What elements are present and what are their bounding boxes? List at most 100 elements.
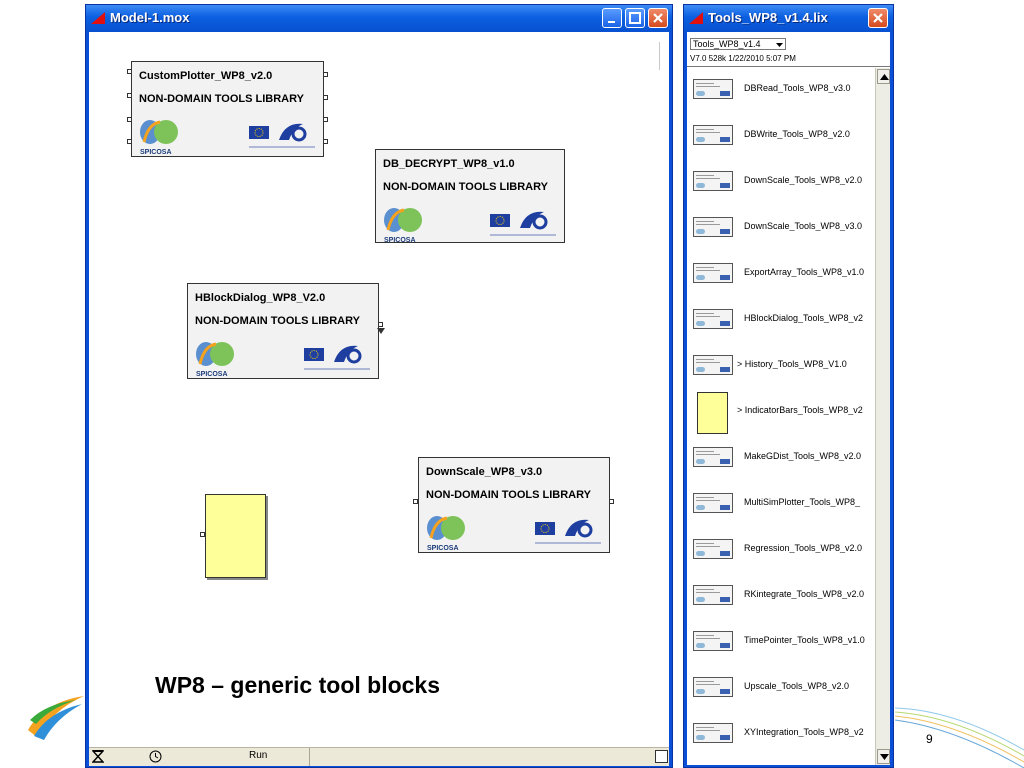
tool-block-downscale[interactable]: DownScale_WP8_v3.0 NON-DOMAIN TOOLS LIBR… (418, 457, 610, 553)
spicosa-logo-icon: SPICOSA (196, 342, 234, 378)
list-item-label: DBWrite_Tools_WP8_v2.0 (744, 129, 850, 139)
list-item[interactable]: Regression_Tools_WP8_v2.0 (687, 528, 875, 574)
list-item-label: TimePointer_Tools_WP8_v1.0 (744, 635, 865, 645)
info-divider (687, 66, 890, 67)
chevron-down-icon (776, 43, 783, 47)
tool-block-customplotter[interactable]: CustomPlotter_WP8_v2.0 NON-DOMAIN TOOLS … (131, 61, 324, 157)
spicosa-logo-text: SPICOSA (196, 371, 228, 378)
list-item-label: MultiSimPlotter_Tools_WP8_ (744, 497, 861, 507)
arrow-down-icon (880, 754, 889, 760)
library-selector[interactable]: Tools_WP8_v1.4 (690, 38, 786, 50)
slide-number: 9 (926, 732, 933, 746)
scroll-up-button[interactable] (877, 69, 890, 84)
block-thumbnail-icon (693, 263, 733, 283)
maximize-button[interactable] (625, 8, 645, 28)
block-thumbnail-icon (693, 677, 733, 697)
run-status[interactable]: Run (249, 750, 268, 761)
input-port[interactable] (200, 532, 205, 537)
tools-window-title: Tools_WP8_v1.4.lix (708, 10, 828, 25)
block-library: NON-DOMAIN TOOLS LIBRARY (139, 93, 304, 105)
block-thumbnail-icon (693, 171, 733, 191)
list-item[interactable]: RKintegrate_Tools_WP8_v2.0 (687, 574, 875, 620)
close-button[interactable] (648, 8, 668, 28)
list-item[interactable]: > History_Tools_WP8_V1.0 (687, 344, 875, 390)
list-item-label: XYIntegration_Tools_WP8_v2 (744, 727, 864, 737)
block-thumbnail-icon (693, 447, 733, 467)
hourglass-icon (92, 750, 104, 763)
model-canvas[interactable]: CustomPlotter_WP8_v2.0 NON-DOMAIN TOOLS … (89, 32, 669, 747)
list-item[interactable]: TimePointer_Tools_WP8_v1.0 (687, 620, 875, 666)
tools-list[interactable]: DBRead_Tools_WP8_v3.0 DBWrite_Tools_WP8_… (687, 68, 875, 765)
decorative-lines-icon (895, 707, 1024, 768)
resize-box[interactable] (655, 750, 668, 763)
close-icon (873, 13, 883, 23)
eu-programme-logo-icon (490, 211, 556, 236)
clock-icon[interactable] (149, 750, 162, 763)
status-bar: Run (89, 747, 669, 766)
library-file-icon (689, 12, 703, 24)
list-item[interactable]: MakeGDist_Tools_WP8_v2.0 (687, 436, 875, 482)
list-item[interactable]: HBlockDialog_Tools_WP8_v2 (687, 298, 875, 344)
list-item-label: Upscale_Tools_WP8_v2.0 (744, 681, 850, 691)
block-thumbnail-icon (693, 585, 733, 605)
list-item[interactable]: DownScale_Tools_WP8_v3.0 (687, 206, 875, 252)
input-port[interactable] (127, 117, 132, 122)
eu-programme-logo-icon (304, 345, 370, 370)
list-item[interactable]: > IndicatorBars_Tools_WP8_v2 (687, 390, 875, 436)
tools-close-button[interactable] (868, 8, 888, 28)
tools-window-body: Tools_WP8_v1.4 V7.0 528k 1/22/2010 5:07 … (687, 32, 890, 765)
block-thumbnail-icon (693, 539, 733, 559)
output-arrow-icon (377, 328, 385, 334)
maximize-icon (629, 12, 641, 24)
input-port[interactable] (127, 69, 132, 74)
block-library: NON-DOMAIN TOOLS LIBRARY (426, 489, 591, 501)
spicosa-logo-icon: SPICOSA (427, 516, 465, 552)
minimize-button[interactable] (602, 8, 622, 28)
block-thumbnail-icon (693, 125, 733, 145)
model-window: Model-1.mox CustomPlotter_WP8_v2.0 NON-D… (85, 4, 673, 768)
tools-scrollbar[interactable] (875, 68, 890, 765)
spicosa-logo-icon: SPICOSA (384, 208, 422, 244)
block-thumbnail-icon (693, 493, 733, 513)
block-name: HBlockDialog_WP8_V2.0 (195, 292, 326, 304)
list-item[interactable]: DBWrite_Tools_WP8_v2.0 (687, 114, 875, 160)
output-port[interactable] (323, 139, 328, 144)
list-item[interactable]: Upscale_Tools_WP8_v2.0 (687, 666, 875, 712)
list-item[interactable]: MultiSimPlotter_Tools_WP8_ (687, 482, 875, 528)
block-thumbnail-icon (693, 631, 733, 651)
list-item[interactable]: ExportArray_Tools_WP8_v1.0 (687, 252, 875, 298)
list-item[interactable]: DBRead_Tools_WP8_v3.0 (687, 68, 875, 114)
block-name: DownScale_WP8_v3.0 (426, 466, 543, 478)
list-item-label: RKintegrate_Tools_WP8_v2.0 (744, 589, 865, 599)
list-item[interactable]: XYIntegration_Tools_WP8_v2 (687, 712, 875, 758)
tool-block-hblockdialog[interactable]: HBlockDialog_WP8_V2.0 NON-DOMAIN TOOLS L… (187, 283, 379, 379)
yellow-block-thumbnail-icon (697, 392, 728, 434)
list-item[interactable]: DownScale_Tools_WP8_v2.0 (687, 160, 875, 206)
arrow-up-icon (880, 74, 889, 80)
library-selector-value: Tools_WP8_v1.4 (693, 39, 761, 49)
block-name: CustomPlotter_WP8_v2.0 (139, 70, 273, 82)
output-port[interactable] (323, 72, 328, 77)
input-port[interactable] (413, 499, 418, 504)
list-item-label: ExportArray_Tools_WP8_v1.0 (744, 267, 865, 277)
output-port[interactable] (323, 95, 328, 100)
output-port[interactable] (323, 117, 328, 122)
block-library: NON-DOMAIN TOOLS LIBRARY (383, 181, 548, 193)
list-item-label: > IndicatorBars_Tools_WP8_v2 (737, 405, 863, 415)
eu-programme-logo-icon (249, 123, 315, 148)
tool-block-db-decrypt[interactable]: DB_DECRYPT_WP8_v1.0 NON-DOMAIN TOOLS LIB… (375, 149, 565, 244)
tools-window-titlebar[interactable]: Tools_WP8_v1.4.lix (684, 5, 893, 32)
list-item-label: HBlockDialog_Tools_WP8_v2 (744, 313, 864, 323)
output-port[interactable] (609, 499, 614, 504)
input-port[interactable] (127, 93, 132, 98)
model-window-titlebar[interactable]: Model-1.mox (86, 5, 672, 32)
input-port[interactable] (127, 139, 132, 144)
status-separator (309, 748, 310, 766)
scroll-down-button[interactable] (877, 749, 890, 764)
slide-caption: WP8 – generic tool blocks (155, 672, 441, 698)
list-item-label: Regression_Tools_WP8_v2.0 (744, 543, 863, 553)
list-item-label: > History_Tools_WP8_V1.0 (737, 359, 847, 369)
output-port[interactable] (378, 322, 383, 327)
tools-library-window: Tools_WP8_v1.4.lix Tools_WP8_v1.4 V7.0 5… (683, 4, 894, 768)
empty-block[interactable] (205, 494, 266, 578)
